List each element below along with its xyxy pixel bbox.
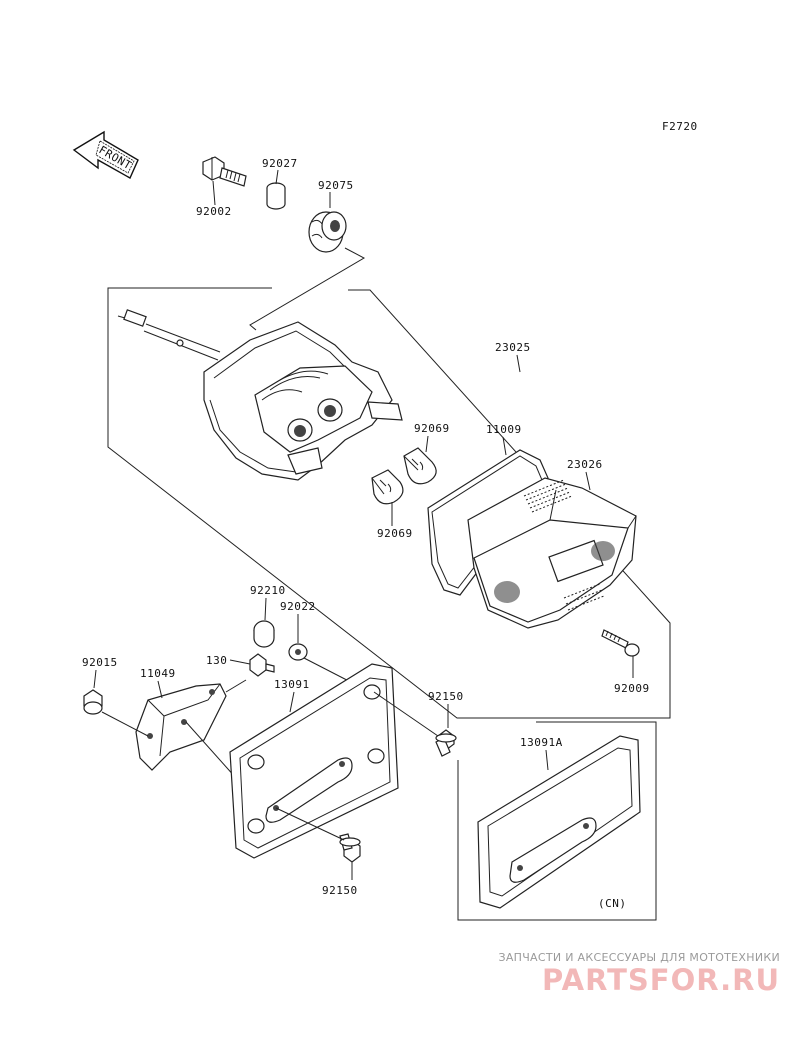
lens-grid xyxy=(523,479,605,611)
tail-lamp-housing xyxy=(203,321,403,481)
label-23025: 23025 xyxy=(495,341,531,354)
label-92002: 92002 xyxy=(196,205,232,218)
bolt-130 xyxy=(249,653,275,677)
front-arrow-icon: FRONT xyxy=(72,130,139,179)
label-23026: 23026 xyxy=(567,458,603,471)
label-92075: 92075 xyxy=(318,179,354,192)
bulb-92069-lower xyxy=(371,469,404,505)
label-11049: 11049 xyxy=(140,667,176,680)
assembly-bracket xyxy=(107,287,671,719)
watermark-tagline: ЗАПЧАСТИ И АКСЕССУАРЫ ДЛЯ МОТОТЕХНИКИ xyxy=(498,951,780,964)
label-92015: 92015 xyxy=(82,656,118,669)
license-plate-13091 xyxy=(229,663,399,859)
label-13091A: 13091A xyxy=(520,736,563,749)
label-92210: 92210 xyxy=(250,584,286,597)
bolt-92002 xyxy=(202,156,247,187)
bolt-92150-bottom xyxy=(339,833,361,863)
nut-92015 xyxy=(83,689,103,715)
nut-92210 xyxy=(253,620,275,648)
label-130: 130 xyxy=(206,654,227,667)
label-92069-lower: 92069 xyxy=(377,527,413,540)
grommet-92075 xyxy=(308,211,347,253)
label-cn: (CN) xyxy=(598,897,627,910)
bracket-11049 xyxy=(135,683,227,771)
label-92022: 92022 xyxy=(280,600,316,613)
label-92069-upper: 92069 xyxy=(414,422,450,435)
label-92009: 92009 xyxy=(614,682,650,695)
label-13091: 13091 xyxy=(274,678,310,691)
screw-92009 xyxy=(601,629,640,657)
bulb-92069-upper xyxy=(403,447,437,485)
washer-92022 xyxy=(288,643,308,661)
wire-connector xyxy=(117,309,221,361)
bolt-92150-right xyxy=(435,729,457,757)
figure-code: F2720 xyxy=(662,120,698,133)
license-plate-13091A xyxy=(477,735,641,909)
label-92150-right: 92150 xyxy=(428,690,464,703)
cn-variant-box xyxy=(457,721,657,921)
collar-92027 xyxy=(266,182,286,210)
watermark-logo[interactable]: PARTSFOR.RU xyxy=(542,963,780,997)
lens-23026 xyxy=(467,477,637,629)
label-92150-bottom: 92150 xyxy=(322,884,358,897)
label-92027: 92027 xyxy=(262,157,298,170)
label-11009: 11009 xyxy=(486,423,522,436)
